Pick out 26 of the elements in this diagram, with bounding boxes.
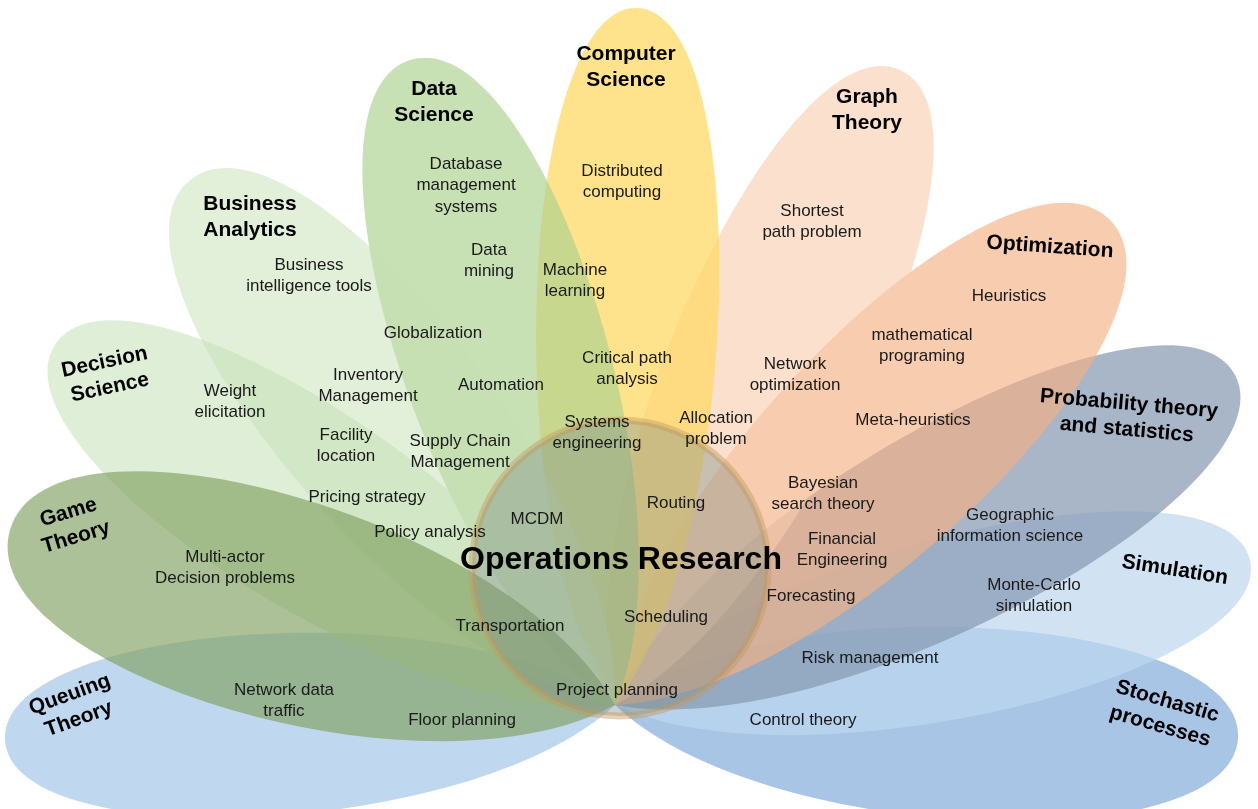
topic-label: Business intelligence tools [246, 253, 372, 297]
petal-title: Computer Science [576, 39, 676, 92]
topic-label: Inventory Management [318, 363, 418, 407]
petal-title: Graph Theory [832, 82, 902, 135]
petal-title: Business Analytics [203, 189, 297, 242]
topic-label: Distributed computing [581, 159, 663, 203]
topic-label: Machine learning [542, 258, 608, 302]
topic-label: Data mining [463, 238, 515, 282]
petal-title: Decision Science [58, 339, 152, 408]
petal-title: Simulation [1119, 547, 1231, 591]
topic-label: Floor planning [408, 709, 516, 731]
petal-title: Game Theory [35, 490, 114, 560]
topic-label: MCDM [510, 508, 564, 530]
topic-label: Database management systems [416, 153, 516, 217]
topic-label: Automation [458, 374, 544, 396]
topic-label: Weight elicitation [194, 379, 266, 423]
topic-label: Policy analysis [374, 521, 486, 543]
topic-label: Pricing strategy [308, 486, 426, 508]
topic-label: Multi-actor Decision problems [155, 545, 295, 589]
topic-label: Network data traffic [233, 678, 335, 722]
topic-label: Supply Chain Management [409, 429, 511, 473]
topic-label: Globalization [383, 322, 483, 344]
petal-title: Data Science [394, 74, 474, 127]
topic-label: Transportation [455, 615, 565, 637]
topic-label: Facility location [316, 423, 376, 467]
topic-label: Control theory [749, 709, 857, 731]
